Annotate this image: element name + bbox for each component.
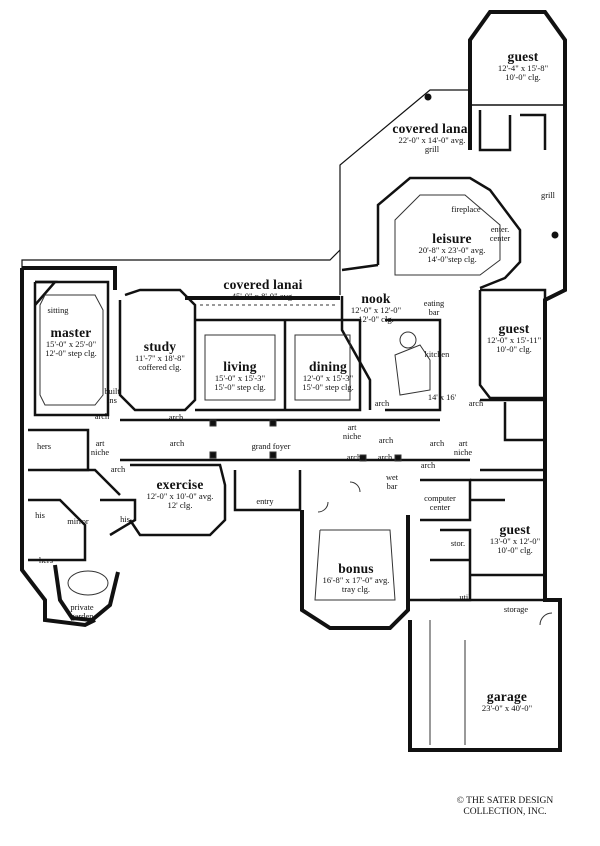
label-computer-center: computer center — [424, 494, 456, 512]
dots — [424, 93, 559, 239]
room-bonus: bonus 16'-8" x 17'-0" avg. tray clg. — [322, 561, 390, 595]
room-exercise: exercise 12'-0" x 10'-0" avg. 12' clg. — [146, 477, 214, 511]
room-name: living — [223, 359, 257, 374]
room-dimensions: 45'-0" x 8'-0" avg. — [231, 291, 295, 302]
label-arch: arch — [374, 399, 390, 408]
label-entry: entry — [256, 497, 274, 506]
room-ceiling: 12'-0" clg. — [358, 314, 394, 325]
label-arch: arch — [420, 461, 436, 470]
room-dimensions: 15'-0" x 15'-3" — [214, 373, 266, 384]
room-dimensions: 12'-4" x 15'-8" — [497, 63, 549, 74]
room-covered-lanai-main: covered lanai 45'-0" x 8'-0" avg. — [223, 277, 303, 302]
room-garage: garage 23'-0" x 40'-0" — [481, 689, 533, 714]
room-ceiling: 10'-0" clg. — [496, 344, 532, 355]
label-hers: hers — [39, 556, 53, 565]
thin-lines — [39, 194, 553, 745]
label-arch: arch — [169, 439, 185, 448]
label-arch: arch — [377, 453, 393, 462]
room-dimensions: 20'-8" x 23'-0" avg. — [418, 245, 486, 256]
room-ceiling: tray clg. — [341, 584, 371, 595]
room-name: nook — [361, 291, 391, 306]
label-sitting: sitting — [47, 306, 69, 315]
room-ceiling: coffered clg. — [138, 362, 182, 373]
label-util: util. — [459, 593, 473, 602]
label-wet-bar: wet bar — [385, 473, 399, 491]
room-dimensions: 15'-0" x 25'-0" — [45, 339, 97, 350]
label-enter-center: enter. center — [489, 225, 511, 243]
room-name: covered lanai — [223, 277, 303, 292]
room-name: covered lanai — [392, 121, 472, 136]
room-name: guest — [507, 49, 539, 64]
label-arch: arch — [468, 399, 484, 408]
room-dimensions: 22'-0" x 14'-0" avg. — [398, 135, 466, 146]
room-name: guest — [498, 321, 530, 336]
room-name: garage — [486, 689, 528, 704]
room-ceiling: 10'-0" clg. — [505, 72, 541, 83]
room-ceiling: 15'-0" step clg. — [214, 382, 266, 393]
label-art-niche: art niche — [90, 439, 110, 457]
room-ceiling: 12'-0" step clg. — [45, 348, 97, 359]
label-his: his — [120, 515, 130, 524]
room-ceiling: 12' clg. — [167, 500, 193, 511]
room-dimensions: 12'-0" x 10'-0" avg. — [146, 491, 214, 502]
room-guest-mid: guest 12'-0" x 15'-11" 10'-0" clg. — [486, 321, 542, 355]
label-arch: arch — [346, 453, 362, 462]
label-arch: arch — [378, 436, 394, 445]
room-nook: nook 12'-0" x 12'-0" 12'-0" clg. — [350, 291, 402, 325]
label-arch: arch — [110, 465, 126, 474]
room-dimensions: 13'-0" x 12'-0" — [489, 536, 541, 547]
label-art-niche: art niche — [453, 439, 473, 457]
label-mirror: mirror — [67, 517, 89, 526]
room-living: living 15'-0" x 15'-3" 15'-0" step clg. — [214, 359, 266, 393]
room-covered-lanai-right: covered lanai 22'-0" x 14'-0" avg. grill — [392, 121, 472, 155]
room-name: leisure — [432, 231, 472, 246]
room-ceiling: 15'-0" step clg. — [302, 382, 354, 393]
room-name: study — [143, 339, 177, 354]
label-storage: storage — [503, 605, 529, 614]
room-ceiling: 14'-0"step clg. — [427, 254, 477, 265]
label-private-garden: private garden — [70, 603, 94, 621]
room-guest-top: guest 12'-4" x 15'-8" 10'-0" clg. — [497, 49, 549, 83]
room-study: study 11'-7" x 18'-8" coffered clg. — [135, 339, 185, 373]
label-his: his — [35, 511, 45, 520]
room-ceiling: 10'-0" clg. — [497, 545, 533, 556]
label-grill: grill — [541, 191, 555, 200]
room-name: dining — [309, 359, 347, 374]
room-dimensions: 16'-8" x 17'-0" avg. — [322, 575, 390, 586]
label-kitchen: kitchen — [424, 350, 450, 359]
room-dimensions: 12'-0" x 15'-11" — [486, 335, 542, 346]
room-dimensions: 11'-7" x 18'-8" — [135, 353, 185, 364]
room-name: exercise — [156, 477, 204, 492]
copyright: © THE SATER DESIGN COLLECTION, INC. — [457, 796, 554, 818]
label-built-ins: built ins — [104, 387, 120, 405]
room-dimensions: 23'-0" x 40'-0" — [481, 703, 533, 714]
label-kitchen-island: 14' x 16' — [427, 393, 457, 402]
room-name: guest — [499, 522, 531, 537]
room-name: master — [50, 325, 92, 340]
label-hers: hers — [37, 442, 51, 451]
copyright-line-2: COLLECTION, INC. — [463, 806, 547, 817]
room-leisure: leisure 20'-8" x 23'-0" avg. 14'-0"step … — [418, 231, 486, 265]
label-arch: arch — [94, 412, 110, 421]
label-grand-foyer: grand foyer — [251, 442, 291, 451]
label-eating-bar: eating bar — [423, 299, 445, 317]
label-fireplace: fireplace — [451, 205, 481, 214]
room-note: grill — [424, 144, 440, 155]
label-art-niche: art niche — [342, 423, 362, 441]
room-dimensions: 12'-0" x 15'-3" — [302, 373, 354, 384]
room-dimensions: 12'-0" x 12'-0" — [350, 305, 402, 316]
label-arch: arch — [429, 439, 445, 448]
room-master: master 15'-0" x 25'-0" 12'-0" step clg. — [45, 325, 97, 359]
label-stor: stor. — [450, 539, 466, 548]
label-arch: arch — [168, 413, 184, 422]
room-dining: dining 12'-0" x 15'-3" 15'-0" step clg. — [302, 359, 354, 393]
room-guest-low: guest 13'-0" x 12'-0" 10'-0" clg. — [489, 522, 541, 556]
room-name: bonus — [338, 561, 374, 576]
copyright-line-1: © THE SATER DESIGN — [456, 796, 554, 806]
interior-walls — [21, 89, 565, 602]
